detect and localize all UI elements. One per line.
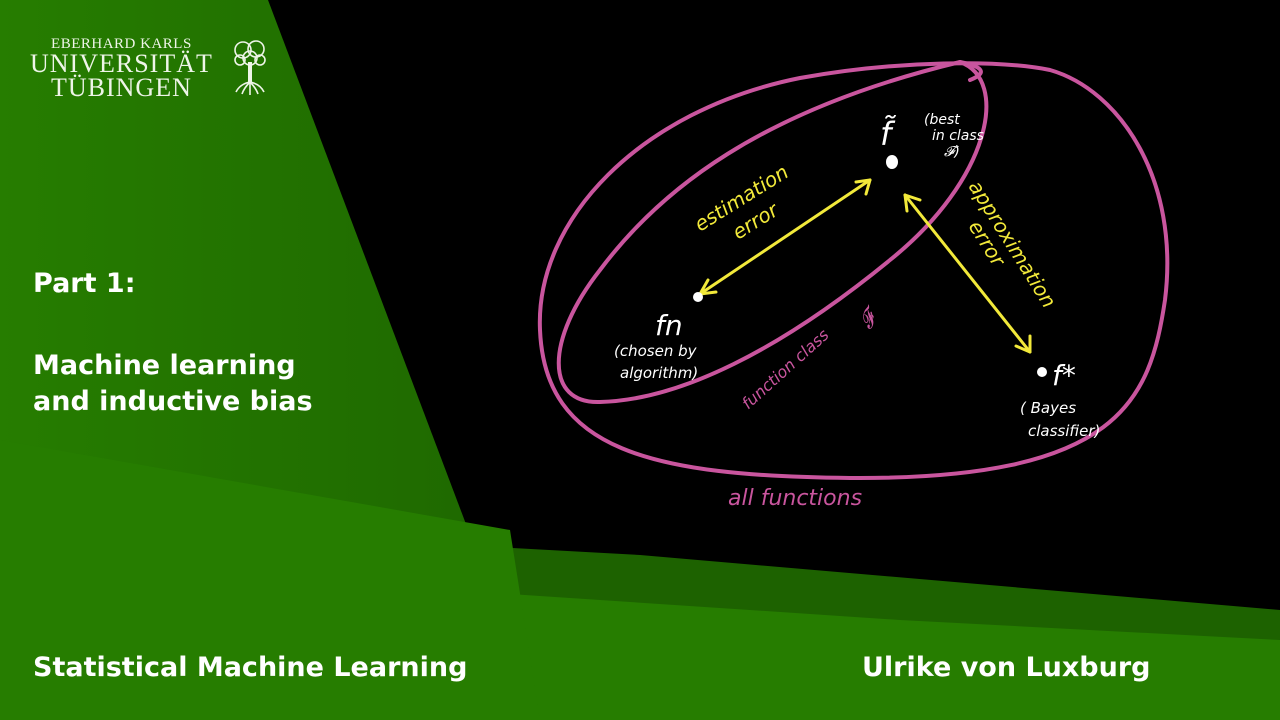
part-label: Part 1: xyxy=(33,268,136,299)
university-logo: EBERHARD KARLS UNIVERSITÄT TÜBINGEN xyxy=(30,36,213,102)
f-star-note-1: ( Bayes xyxy=(1020,399,1076,417)
fn-point xyxy=(693,292,703,302)
fn-symbol: fn xyxy=(655,309,683,342)
logo-line-2: UNIVERSITÄT xyxy=(30,49,213,78)
course-name: Statistical Machine Learning xyxy=(33,652,468,683)
f-star-note-2: classifier) xyxy=(1028,422,1100,440)
all-functions-label: all functions xyxy=(728,486,862,511)
slide-title: Machine learning and inductive bias xyxy=(33,348,313,420)
f-tilde-point xyxy=(886,155,898,169)
estimation-error-arrow xyxy=(698,178,872,296)
slide-title-line-2: and inductive bias xyxy=(33,386,313,417)
function-class-label: function class xyxy=(738,325,833,413)
fn-note-2: algorithm) xyxy=(620,364,698,382)
logo-line-3: TÜBINGEN xyxy=(51,73,192,102)
f-star-point xyxy=(1037,367,1047,377)
f-tilde-note-1: (best xyxy=(924,112,960,128)
author-name: Ulrike von Luxburg xyxy=(862,652,1151,683)
f-tilde-symbol: f̃ xyxy=(880,115,897,153)
all-functions-set xyxy=(537,61,1170,481)
slide-title-line-1: Machine learning xyxy=(33,350,296,381)
tree-icon xyxy=(234,40,266,95)
fn-note-1: (chosen by xyxy=(614,342,698,360)
f-star-symbol: f* xyxy=(1052,359,1076,392)
function-class-set xyxy=(556,60,989,405)
f-tilde-note-3: 𝓕) xyxy=(944,144,960,160)
f-tilde-note-2: in class xyxy=(932,128,984,144)
logo-line-1: EBERHARD KARLS xyxy=(51,36,192,52)
function-class-symbol: 𝓕 xyxy=(854,301,886,332)
approximation-error-arrow xyxy=(903,193,1032,354)
